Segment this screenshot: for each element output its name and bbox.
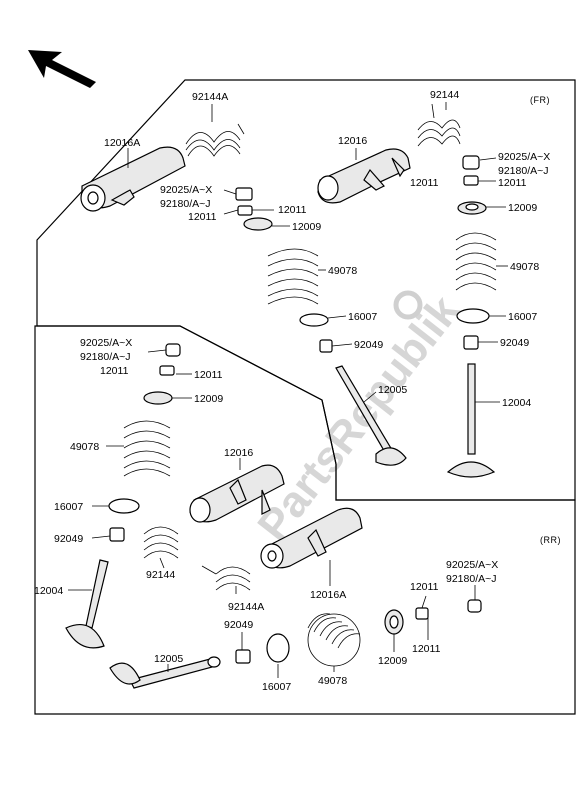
label-cap-rear-right: 92025/A~X [446,559,498,571]
label-cap-front-right: 92025/A~X [498,151,550,163]
label-12016-rear: 12016 [224,447,253,459]
label-shim-front-left: 92180/A~J [160,198,211,210]
label-cap-front-left: 92025/A~X [160,184,212,196]
label-keeper-front-right-b: 12011 [498,177,527,189]
label-shim-rear-left: 92180/A~J [80,351,131,363]
valve-cap-rear-right [467,599,482,613]
label-12016a-rear: 12016A [310,589,346,601]
label-keeper-rear-left-a: 12011 [100,365,129,377]
valve-cap-front-right [462,155,480,170]
valve-keeper-front-right [463,175,479,186]
label-keeper-rear-left-b: 12011 [194,369,223,381]
rear-view-tag: (RR) [540,535,561,545]
valve-cap-rear-left [165,343,181,357]
label-spring-rear-left: 49078 [70,441,99,453]
label-cap-rear-left: 92025/A~X [80,337,132,349]
label-92144-front: 92144 [430,89,459,101]
valve-spring-rear-right [307,613,361,667]
valve-guide-front-right [463,335,479,350]
label-shim-front-right: 92180/A~J [498,165,549,177]
spring-retainer-rear-left [143,391,173,405]
valve-keeper-front-left [237,205,253,216]
rear-cylinder-frame [34,325,576,715]
label-valve-intake-rear: 12005 [154,653,183,665]
spring-retainer-front-left [243,217,273,231]
valve-cap-front-left [235,187,253,201]
label-guide-rear-bottom: 92049 [224,619,253,631]
label-retainer-rear-left: 12009 [194,393,223,405]
label-keeper-front-right-a: 12011 [410,177,439,189]
label-guide-front-left: 92049 [354,339,383,351]
valve-spring-rear-left [123,420,171,477]
rocker-arm-12016a-front [80,146,186,212]
gear-watermark-icon [393,290,423,320]
valve-spring-front-left [267,248,319,305]
direction-arrow-icon [28,50,96,88]
label-seal-front-left: 16007 [348,311,377,323]
valve-seal-front-right [456,308,490,324]
label-92144a-front: 92144A [192,91,228,103]
valve-seal-front-left [299,313,329,327]
valve-12004-rear [65,559,109,649]
rocker-spring-92144-rear [143,526,179,559]
rocker-spring-92144a-front [185,123,245,157]
label-retainer-front-right: 12009 [508,202,537,214]
label-guide-front-right: 92049 [500,337,529,349]
label-shim-rear-right: 92180/A~J [446,573,497,585]
label-retainer-rear-right: 12009 [378,655,407,667]
label-keeper-front-left-b: 12011 [188,211,217,223]
valve-12005-front [335,365,407,466]
valve-seal-rear-left [108,498,140,514]
label-guide-rear-left: 92049 [54,533,83,545]
spring-retainer-rear-right [384,609,404,635]
label-valve-exhaust-front: 12004 [502,397,531,409]
valve-seal-rear-bottom [266,633,290,663]
label-valve-intake-front: 12005 [378,384,407,396]
valve-keeper-rear-right [415,607,429,620]
front-view-tag: (FR) [530,95,550,105]
rocker-spring-92144-front [417,103,461,147]
valve-keeper-rear-left [159,365,175,376]
valve-guide-front-left [319,339,333,353]
valve-guide-rear-left [109,527,125,542]
leader-lines [68,102,508,678]
label-12016a-front: 12016A [104,137,140,149]
label-seal-rear-bottom: 16007 [262,681,291,693]
valve-12004-front [446,363,496,478]
rocker-arm-12016a-rear [260,507,363,569]
label-seal-front-right: 16007 [508,311,537,323]
valve-spring-front-right [455,232,497,291]
label-spring-front-right: 49078 [510,261,539,273]
label-spring-rear-right: 49078 [318,675,347,687]
rocker-spring-92144a-rear [201,565,251,591]
label-92144-rear: 92144 [146,569,175,581]
label-keeper-front-left-a: 12011 [278,204,307,216]
watermark-text: PartsRepublik [248,286,469,550]
valve-12005-rear [109,656,221,689]
label-spring-front-left: 49078 [328,265,357,277]
label-92144a-rear: 92144A [228,601,264,613]
label-keeper-rear-right-b: 12011 [412,643,441,655]
label-retainer-front-left: 12009 [292,221,321,233]
spring-retainer-front-right [457,201,487,215]
valve-guide-rear-bottom [235,649,251,664]
label-12016-front: 12016 [338,135,367,147]
label-seal-rear-left: 16007 [54,501,83,513]
label-valve-exhaust-rear: 12004 [34,585,63,597]
rocker-arm-12016-front [317,148,411,204]
label-keeper-rear-right-a: 12011 [410,581,439,593]
rocker-arm-12016-rear [189,464,285,523]
